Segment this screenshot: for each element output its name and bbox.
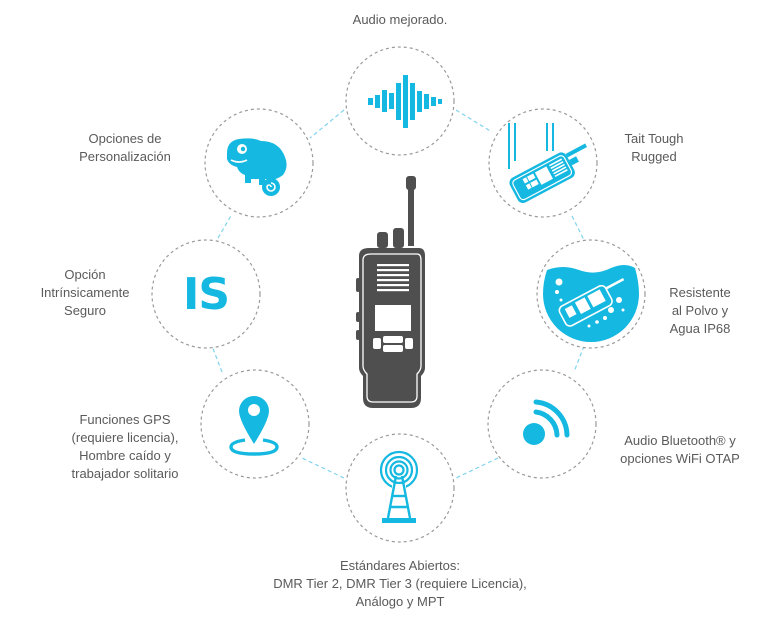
is-text-icon: IS [182,268,230,320]
radio-tower-icon [379,450,419,523]
dashed-circle [487,369,597,479]
feature-is-label: Opción Intrínsicamente Seguro [40,267,130,318]
feature-audio-label: Audio mejorado. [352,12,448,27]
feature-customization [203,107,315,219]
feature-bluetooth-label: Audio Bluetooth® y opciones WiFi OTAP [620,433,740,466]
feature-standards [344,432,456,544]
feature-rugged-label: Tait Tough Rugged [624,131,684,164]
feature-audio [344,45,456,157]
two-way-radio-icon [356,176,425,408]
feature-standards-label: Estándares Abiertos: DMR Tier 2, DMR Tie… [273,558,527,609]
feature-ip68-label: Resistente al Polvo y Agua IP68 [669,285,731,336]
feature-bluetooth [486,368,598,480]
location-pin-icon [229,396,279,456]
feature-gps-label: Funciones GPS (requiere licencia), Hombr… [71,412,179,481]
wireless-signal-icon [523,399,570,445]
feature-gps [199,368,311,480]
feature-customization-label: Opciones de Personalización [79,131,171,164]
falling-radio-icon [508,123,588,203]
feature-rugged [487,107,599,219]
dashed-circle [151,239,261,349]
chameleon-icon [227,138,287,196]
sound-wave-icon [368,75,442,128]
feature-ip68 [535,238,647,350]
feature-intrinsically-safe: IS [150,238,262,350]
underwater-radio-icon [543,265,639,342]
